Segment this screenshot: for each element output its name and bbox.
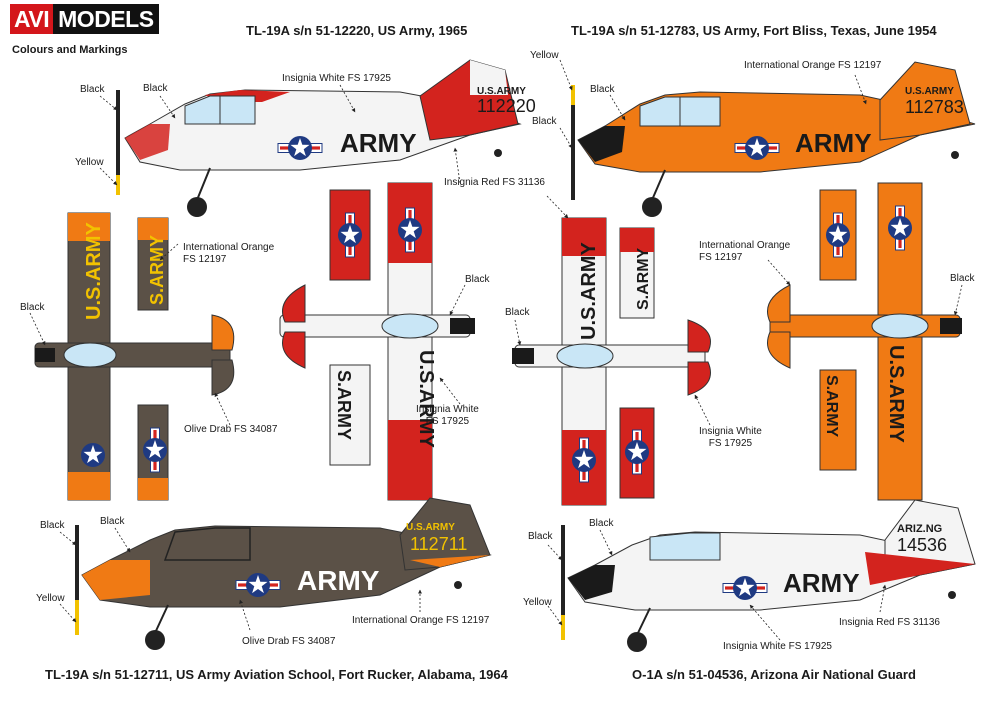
label-black-redwhite2-spinner: Black xyxy=(505,307,530,318)
label-yellow-prop-3: Yellow xyxy=(36,593,65,604)
olive-upper-wing-text: S.ARMY xyxy=(147,235,167,305)
side-view-3: ARMY U.S.ARMY 112711 xyxy=(75,497,492,650)
label-black-nose-2: Black xyxy=(590,84,615,95)
label-black-orange-spinner: Black xyxy=(950,273,975,284)
label-intl-orange-top-right: International Orange FS 12197 xyxy=(699,240,790,264)
orange-wing-text: U.S.ARMY xyxy=(885,345,907,443)
label-black-nose-1: Black xyxy=(143,83,168,94)
label-insignia-white-redwhite-l2: FS 17925 xyxy=(425,416,470,427)
fuselage-text-3: ARMY xyxy=(297,565,380,596)
label-insignia-white-1: Insignia White FS 17925 xyxy=(282,73,391,84)
label-black-prop-3: Black xyxy=(40,520,65,531)
tail-top-text-1: U.S.ARMY xyxy=(477,86,526,97)
fuselage-text-2: ARMY xyxy=(795,128,872,158)
label-insignia-white-redwhite2-l2: FS 17925 xyxy=(708,438,753,449)
label-intl-orange-2: International Orange FS 12197 xyxy=(744,60,882,71)
brand-logo-part1: AVI xyxy=(10,4,54,34)
label-yellow-prop-2: Yellow xyxy=(530,50,559,61)
top-view-redwhite-2: U.S.ARMY S.ARMY xyxy=(512,217,711,506)
tail-serial-1: 112220 xyxy=(477,96,536,116)
label-intl-orange-olive-l1: International Orange xyxy=(183,242,275,253)
scheme-title-1: TL-19A s/n 51-12220, US Army, 1965 xyxy=(246,23,468,38)
label-black-prop-1: Black xyxy=(80,84,105,95)
label-black-olive-spinner: Black xyxy=(20,302,45,313)
label-intl-orange-top-right-l2: FS 12197 xyxy=(699,252,743,263)
label-black-prop-4: Black xyxy=(528,531,553,542)
label-insignia-red-center: Insignia Red FS 31136 xyxy=(444,177,545,188)
label-black-redwhite-spinner: Black xyxy=(465,274,490,285)
label-insignia-white-redwhite-l1: Insignia White xyxy=(416,404,479,415)
scheme-title-4: O-1A s/n 51-04536, Arizona Air National … xyxy=(632,667,916,682)
brand-logo-part2: MODELS xyxy=(53,4,159,34)
tail-serial-2: 112783 xyxy=(905,97,964,117)
label-insignia-white-redwhite2-l1: Insignia White xyxy=(699,426,762,437)
tail-top-text-2: U.S.ARMY xyxy=(905,86,954,97)
label-intl-orange-olive-l2: FS 12197 xyxy=(183,254,227,265)
label-intl-orange-top-right-l1: International Orange xyxy=(699,240,791,251)
label-intl-orange-3: International Orange FS 12197 xyxy=(352,615,490,626)
label-insignia-white-4: Insignia White FS 17925 xyxy=(723,641,832,652)
brand-subtitle: Colours and Markings xyxy=(12,44,128,56)
side-view-1: ARMY U.S.ARMY 112220 xyxy=(116,59,536,217)
side-view-2: ARMY U.S.ARMY 112783 xyxy=(571,61,976,217)
label-black-nose-3: Black xyxy=(100,516,125,527)
label-insignia-red-4: Insignia Red FS 31136 xyxy=(839,617,940,628)
redwhite2-wing-text: U.S.ARMY xyxy=(578,242,600,340)
leader-lines xyxy=(29,59,963,641)
label-black-nose-4: Black xyxy=(589,518,614,529)
tail-serial-3: 112711 xyxy=(410,534,467,554)
label-olive-drab-side: Olive Drab FS 34087 xyxy=(242,636,336,647)
label-black-prop-2: Black xyxy=(532,116,557,127)
fuselage-text-4: ARMY xyxy=(783,568,860,598)
label-yellow-prop-4: Yellow xyxy=(523,597,552,608)
label-yellow-prop-1: Yellow xyxy=(75,157,104,168)
redwhite2-upper-wing-text: S.ARMY xyxy=(635,247,652,310)
fuselage-text-1: ARMY xyxy=(340,128,417,158)
tail-top-text-4: ARIZ.NG xyxy=(897,523,942,535)
label-insignia-white-redwhite2: Insignia White FS 17925 xyxy=(699,426,762,450)
top-view-orange: U.S.ARMY S.ARMY xyxy=(767,182,962,501)
top-view-redwhite: U.S.ARMY S.ARMY xyxy=(279,182,475,501)
orange-lower-wing-text: S.ARMY xyxy=(823,375,840,438)
redwhite-lower-wing-text: S.ARMY xyxy=(334,370,354,440)
scheme-title-2: TL-19A s/n 51-12783, US Army, Fort Bliss… xyxy=(571,23,937,38)
tail-top-text-3: U.S.ARMY xyxy=(406,522,455,533)
redwhite-wing-text: U.S.ARMY xyxy=(415,350,437,448)
tail-serial-4: 14536 xyxy=(897,535,947,555)
side-view-4: ARMY ARIZ.NG 14536 xyxy=(561,499,976,652)
label-intl-orange-olive: International Orange FS 12197 xyxy=(183,242,274,266)
label-olive-drab-top: Olive Drab FS 34087 xyxy=(184,424,278,435)
scheme-title-3: TL-19A s/n 51-12711, US Army Aviation Sc… xyxy=(45,667,508,682)
tail-fin-2 xyxy=(879,61,971,141)
top-view-olive: U.S.ARMY S.ARMY xyxy=(34,212,235,501)
olive-wing-text: U.S.ARMY xyxy=(83,222,105,320)
label-insignia-white-redwhite: Insignia White FS 17925 xyxy=(416,404,479,428)
